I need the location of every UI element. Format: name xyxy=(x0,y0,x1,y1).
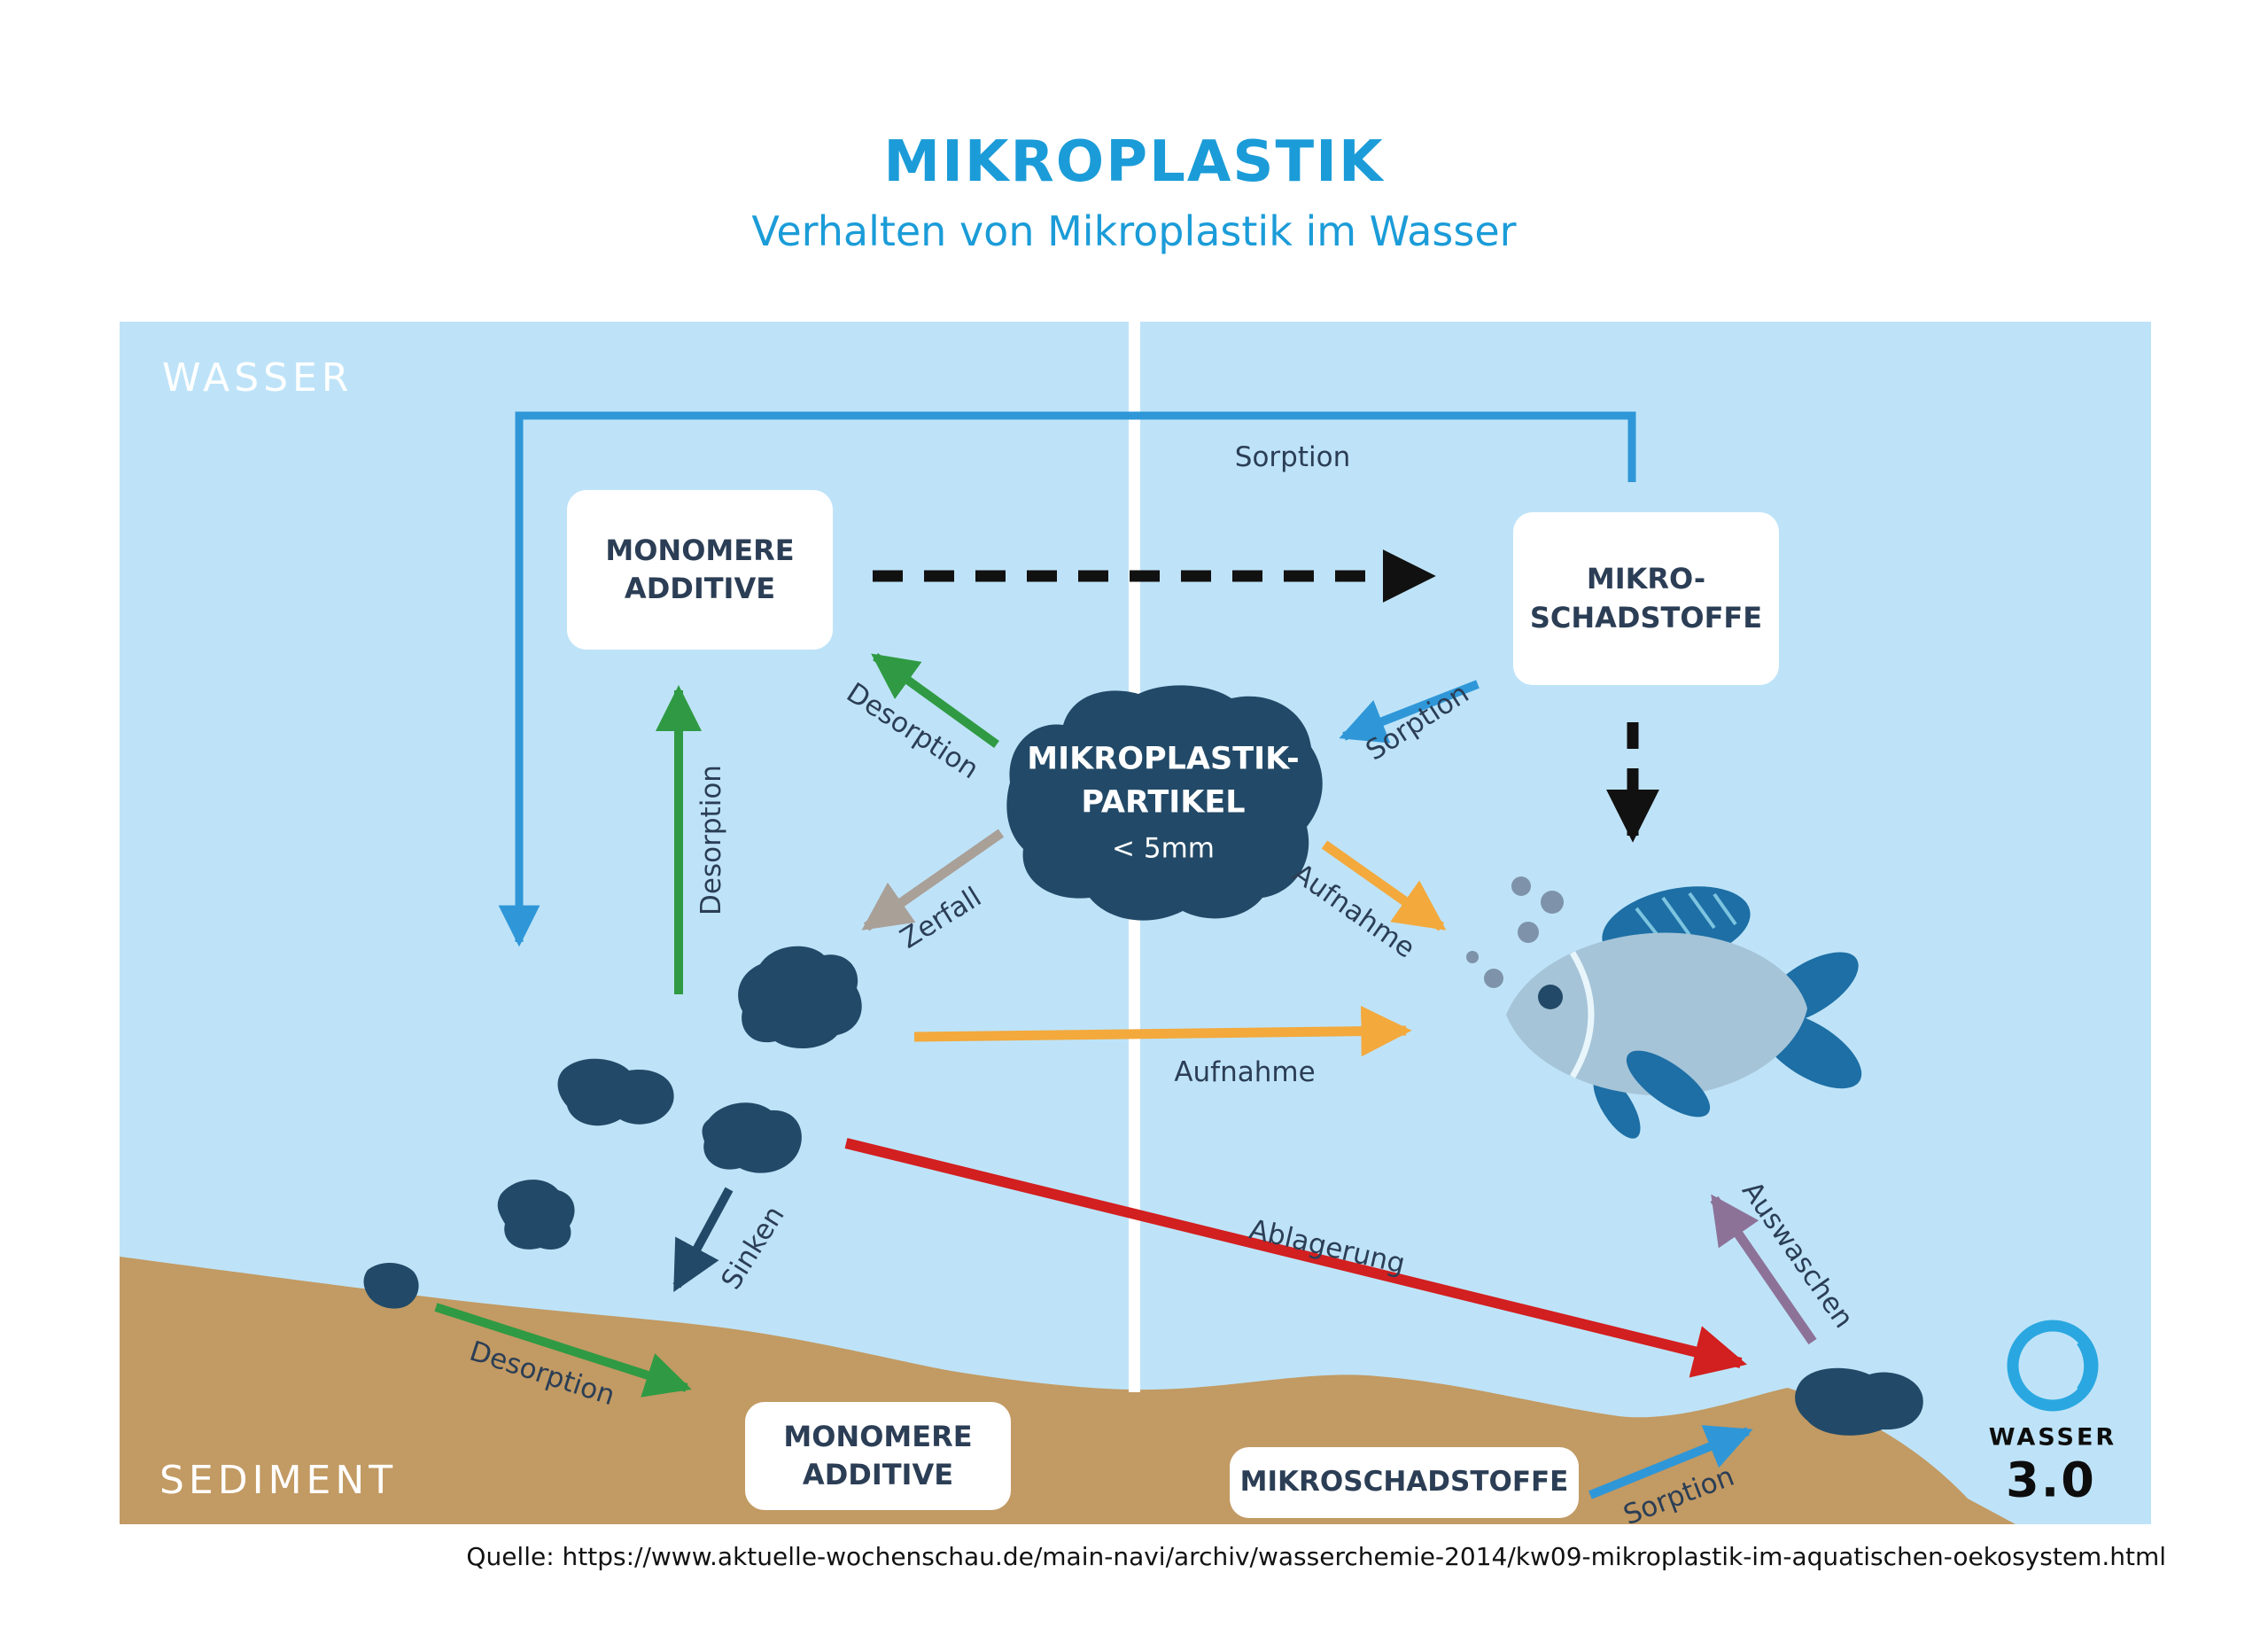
box-line: ADDITIVE xyxy=(802,1458,954,1491)
microplastic-particle xyxy=(497,1180,575,1250)
microplastic-particle-on-sediment-left xyxy=(363,1262,419,1309)
wasser30-logo-circle xyxy=(2007,1320,2099,1412)
wasser30-logo-version: 3.0 xyxy=(2006,1452,2096,1508)
source-url: Quelle: https://www.aktuelle-wochenschau… xyxy=(466,1542,2166,1571)
arrow-desorption-to-monomere xyxy=(871,652,999,749)
fish-gill xyxy=(1569,951,1595,1078)
arrow-aufnahme-particle xyxy=(1321,840,1447,931)
fish-eye xyxy=(1538,985,1563,1009)
box-line: MIKROSCHADSTOFFE xyxy=(1239,1466,1569,1499)
box-line: SCHADSTOFFE xyxy=(1529,600,1763,635)
microplastic-particle-on-sediment-right xyxy=(1795,1367,1923,1436)
box-line: MIKRO- xyxy=(1586,562,1706,596)
wasser30-logo-brush xyxy=(2077,1340,2091,1392)
diagram-area: WASSER SEDIMENT MONOMERE ADDITIVE MIKRO-… xyxy=(120,322,2151,1531)
particle-size: < 5mm xyxy=(1112,832,1215,865)
arrow-auswaschen xyxy=(1710,1194,1817,1345)
arrow-sorption-loop xyxy=(498,411,1636,947)
box-mikroschadstoffe-top: MIKRO- SCHADSTOFFE xyxy=(1513,512,1779,685)
diagram-graphics xyxy=(120,322,2151,1524)
microplastic-particle xyxy=(557,1058,674,1126)
wasser30-logo-text: WASSER xyxy=(1988,1423,2117,1452)
arrow-aufnahme-fragments xyxy=(913,1006,1412,1057)
fish-lower-fin xyxy=(1626,1050,1711,1117)
water-zone-label: WASSER xyxy=(162,355,353,401)
arrow-sorption-to-particle xyxy=(1339,680,1480,744)
arrow-sinken xyxy=(672,1187,734,1293)
arrow-zerfall xyxy=(861,829,1005,931)
label-sorption-top: Sorption xyxy=(1234,441,1351,473)
particle-line: PARTIKEL xyxy=(1081,784,1246,821)
box-line: ADDITIVE xyxy=(624,572,776,605)
box-mikroschadstoffe-bottom: MIKROSCHADSTOFFE xyxy=(1230,1447,1579,1518)
particle-line: MIKROPLASTIK- xyxy=(1027,741,1300,777)
particle-label: MIKROPLASTIK- PARTIKEL < 5mm xyxy=(1027,737,1299,868)
box-line: MONOMERE xyxy=(605,533,795,567)
arrow-desorption-sediment xyxy=(434,1303,692,1398)
label-desorption-up: Desorption xyxy=(695,765,727,915)
page-title: MIKROPLASTIK xyxy=(883,129,1385,195)
fish-lower-fin-small xyxy=(1593,1073,1641,1139)
arrow-ablagerung xyxy=(844,1138,1747,1378)
box-monomere-additive-top: MONOMERE ADDITIVE xyxy=(567,490,833,650)
arrow-sorption-sediment xyxy=(1588,1425,1753,1499)
microplastic-particle-main xyxy=(1006,685,1323,921)
microplastic-particle xyxy=(738,946,862,1049)
box-monomere-additive-bottom: MONOMERE ADDITIVE xyxy=(745,1402,1011,1510)
fish-illustration xyxy=(1466,876,1862,1139)
page-subtitle: Verhalten von Mikroplastik im Wasser xyxy=(751,207,1517,255)
fish-bubbles xyxy=(1466,876,1564,988)
microplastic-particle xyxy=(702,1102,802,1173)
label-aufnahme-fragments: Aufnahme xyxy=(1174,1056,1316,1088)
box-line: MONOMERE xyxy=(783,1419,973,1453)
sediment-zone-label: SEDIMENT xyxy=(159,1458,398,1503)
